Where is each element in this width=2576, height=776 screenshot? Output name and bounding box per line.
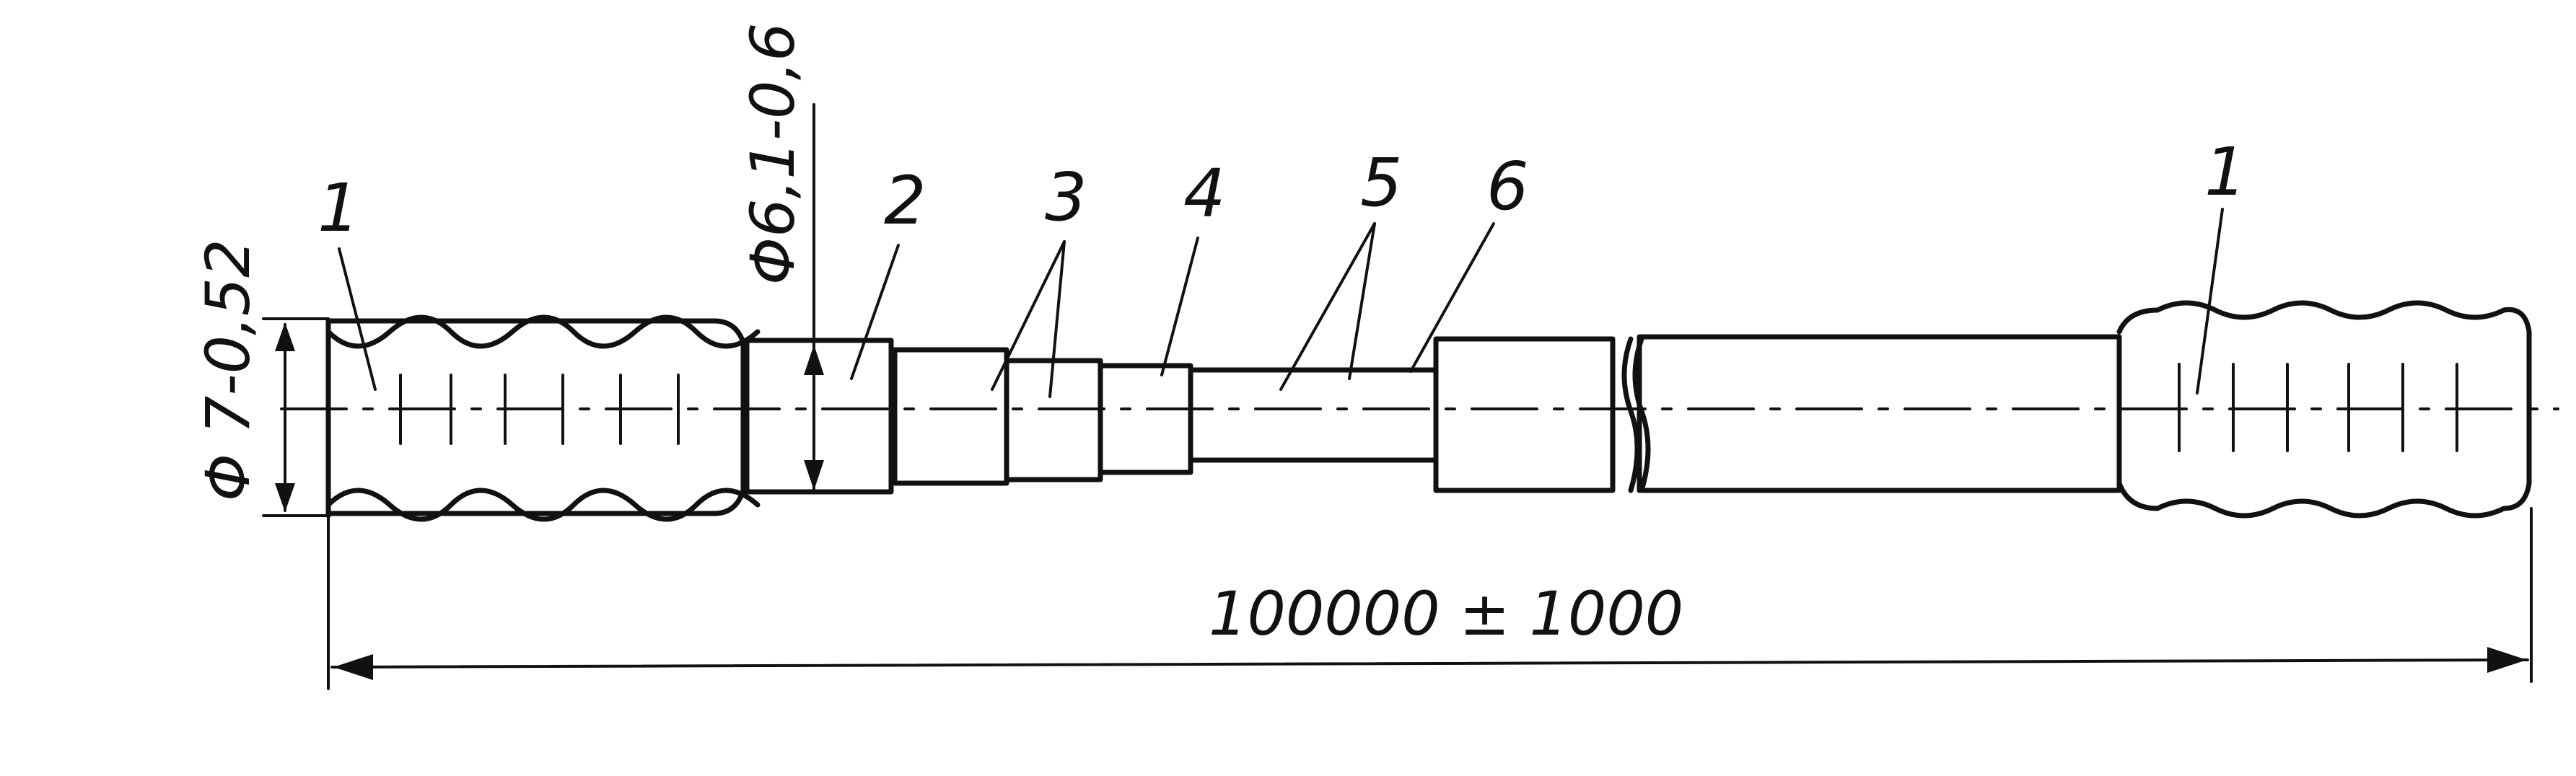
inner-diameter-label: Φ6,1-0,6 (737, 22, 808, 285)
length-label: 100000 ± 1000 (1209, 578, 1683, 649)
screen-segment (1098, 363, 1193, 475)
length-dimension: 100000 ± 1000 (327, 507, 2533, 690)
braid-segment (1188, 367, 1439, 463)
part-label-2: 2 (884, 162, 926, 239)
conductor-segment (1433, 336, 1616, 493)
part-label-6: 6 (1486, 148, 1529, 225)
part-label-1-right: 1 (2204, 133, 2247, 211)
sheath-segment (744, 338, 894, 495)
left-end-cap (325, 314, 761, 522)
right-end-cap (2116, 300, 2532, 519)
left-cap-ticks (399, 374, 680, 445)
part-label-1-left: 1 (317, 169, 360, 247)
part-label-5: 5 (1360, 144, 1403, 221)
part-leaders: 1 2 3 4 5 6 1 (317, 133, 2247, 398)
inner-diameter-dimension: Φ6,1-0,6 (737, 22, 824, 493)
part-label-4: 4 (1183, 155, 1226, 232)
right-cap-ticks (2178, 363, 2458, 452)
break-mark (1621, 336, 1651, 493)
part-label-3: 3 (1045, 159, 1087, 236)
outer-diameter-label: Φ 7-0,52 (193, 239, 263, 501)
insulation-segment (892, 347, 1103, 486)
outer-diameter-dimension: Φ 7-0,52 (193, 239, 330, 517)
cable-body (1637, 334, 2122, 493)
